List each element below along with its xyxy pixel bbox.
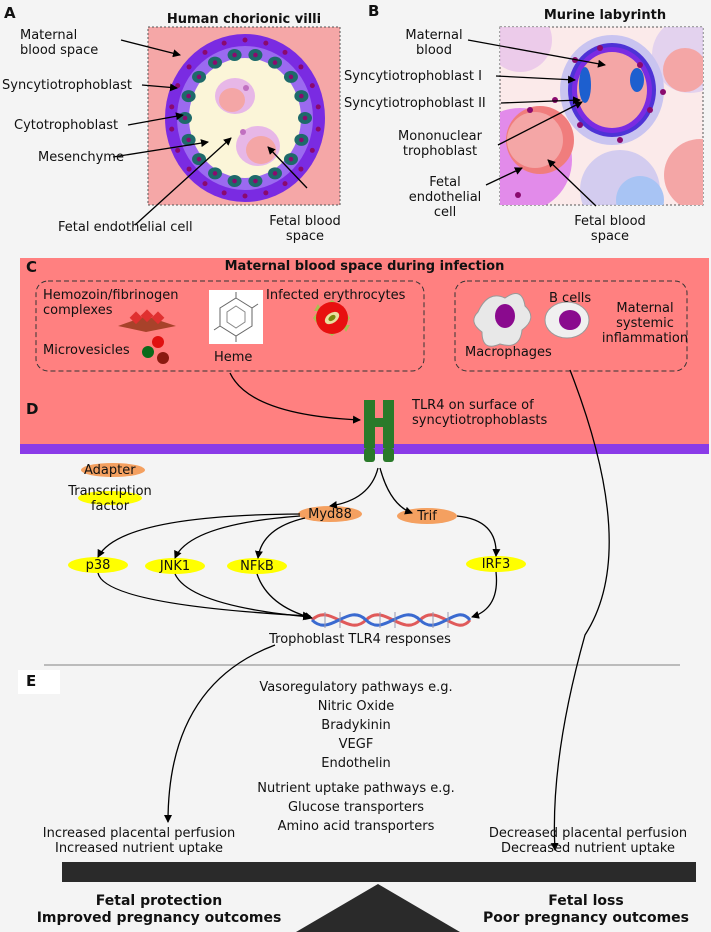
panel-b-letter: B <box>368 2 380 20</box>
jnk1-node <box>145 558 205 574</box>
vaso-item-3: VEGF <box>338 737 374 752</box>
right-outcome: Fetal loss Poor pregnancy outcomes <box>482 893 689 926</box>
nutrient-title: Nutrient uptake pathways e.g. <box>257 781 455 796</box>
pathogen-products-box <box>35 280 425 372</box>
myd88-node <box>298 506 362 522</box>
balance-fulcrum <box>296 884 460 932</box>
nutrient-item-1: Glucose transporters <box>287 800 425 815</box>
pointer-arrows <box>97 39 610 851</box>
right-effect: Decreased placental perfusion Decreased … <box>488 826 688 856</box>
legend-adapter-label: Adapter <box>84 463 136 478</box>
label-syncytiotrophoblast-2: Syncytiotrophoblast II <box>344 96 486 111</box>
label-maternal-blood-space: Maternal blood space <box>20 28 99 58</box>
vaso-title: Vasoregulatory pathways e.g. <box>259 680 453 695</box>
balance-beam <box>62 862 696 882</box>
panel-a-title: Human chorionic villi <box>166 12 322 27</box>
panel-b-title: Murine labyrinth <box>543 8 667 23</box>
infected-erythrocyte-icon <box>313 300 350 336</box>
vaso-item-2: Bradykinin <box>321 718 391 733</box>
hemozoin-icon <box>118 309 176 332</box>
label-trif: Trif <box>417 509 437 524</box>
label-fetal-endothelial-cell-b: Fetal endothelial cell <box>408 175 482 220</box>
label-cytotrophoblast: Cytotrophoblast <box>14 118 119 133</box>
label-p38: p38 <box>85 558 111 573</box>
label-syncytiotrophoblast-a: Syncytiotrophoblast <box>2 78 132 93</box>
label-mesenchyme: Mesenchyme <box>38 150 124 165</box>
vaso-item-1: Nitric Oxide <box>317 699 395 714</box>
tlr4-receptor-icon <box>364 400 394 462</box>
macrophage-icon <box>473 293 532 347</box>
panel-a-trophoblast-cells <box>169 37 321 199</box>
nutrient-item-2: Amino acid transporters <box>277 819 435 834</box>
label-fetal-blood-space-a: Fetal blood space <box>269 214 341 244</box>
panel-d-letter: D <box>26 400 39 418</box>
label-nfkb: NFkB <box>240 559 274 574</box>
vaso-item-4: Endothelin <box>321 756 391 771</box>
label-jnk1: JNK1 <box>159 559 191 574</box>
label-hemozoin: Hemozoin/fibrinogen complexes <box>43 288 179 318</box>
label-infected-erythrocytes: Infected erythrocytes <box>266 288 406 303</box>
syncytiotrophoblast-membrane <box>20 444 709 454</box>
nfkb-node <box>227 558 287 574</box>
label-b-cells: B cells <box>549 291 592 306</box>
label-myd88: Myd88 <box>308 507 352 522</box>
label-syncytiotrophoblast-1: Syncytiotrophoblast I <box>344 69 482 84</box>
legend-tf-label: Transcription factor <box>68 484 152 514</box>
label-irf3: IRF3 <box>481 557 511 572</box>
panel-c-title: Maternal blood space during infection <box>224 259 505 274</box>
panel-a-letter: A <box>4 4 16 22</box>
legend-adapter-swatch <box>81 463 145 477</box>
label-fetal-endothelial-cell-a: Fetal endothelial cell <box>58 220 193 235</box>
label-tlr4: TLR4 on surface of syncytiotrophoblasts <box>412 398 548 428</box>
left-effect: Increased placental perfusion Increased … <box>42 826 236 856</box>
label-mononuclear-trophoblast: Mononuclear trophoblast <box>398 129 482 159</box>
legend-tf-swatch <box>78 491 142 505</box>
heme-structure-icon <box>209 290 263 344</box>
label-fetal-blood-space-b: Fetal blood space <box>574 214 646 244</box>
maternal-factors-box <box>454 280 688 372</box>
label-microvesicles: Microvesicles <box>43 343 130 358</box>
left-outcome: Fetal protection Improved pregnancy outc… <box>36 893 282 926</box>
label-heme: Heme <box>214 350 253 365</box>
irf3-node <box>466 556 526 572</box>
panel-c-letter: C <box>26 258 38 276</box>
microvesicles-icon <box>142 336 169 364</box>
label-trophoblast-responses: Trophoblast TLR4 responses <box>269 632 451 647</box>
label-macrophages: Macrophages <box>465 345 552 360</box>
panel-e-letter: E <box>26 672 37 690</box>
dna-helix-icon <box>310 612 472 628</box>
panel-b-diagram <box>499 26 704 206</box>
label-maternal-inflammation: Maternal systemic inflammation <box>601 301 689 346</box>
panel-e-label-box <box>18 670 60 694</box>
p38-node <box>68 557 128 573</box>
label-maternal-blood: Maternal blood <box>405 28 463 58</box>
b-cell-icon <box>544 301 590 339</box>
